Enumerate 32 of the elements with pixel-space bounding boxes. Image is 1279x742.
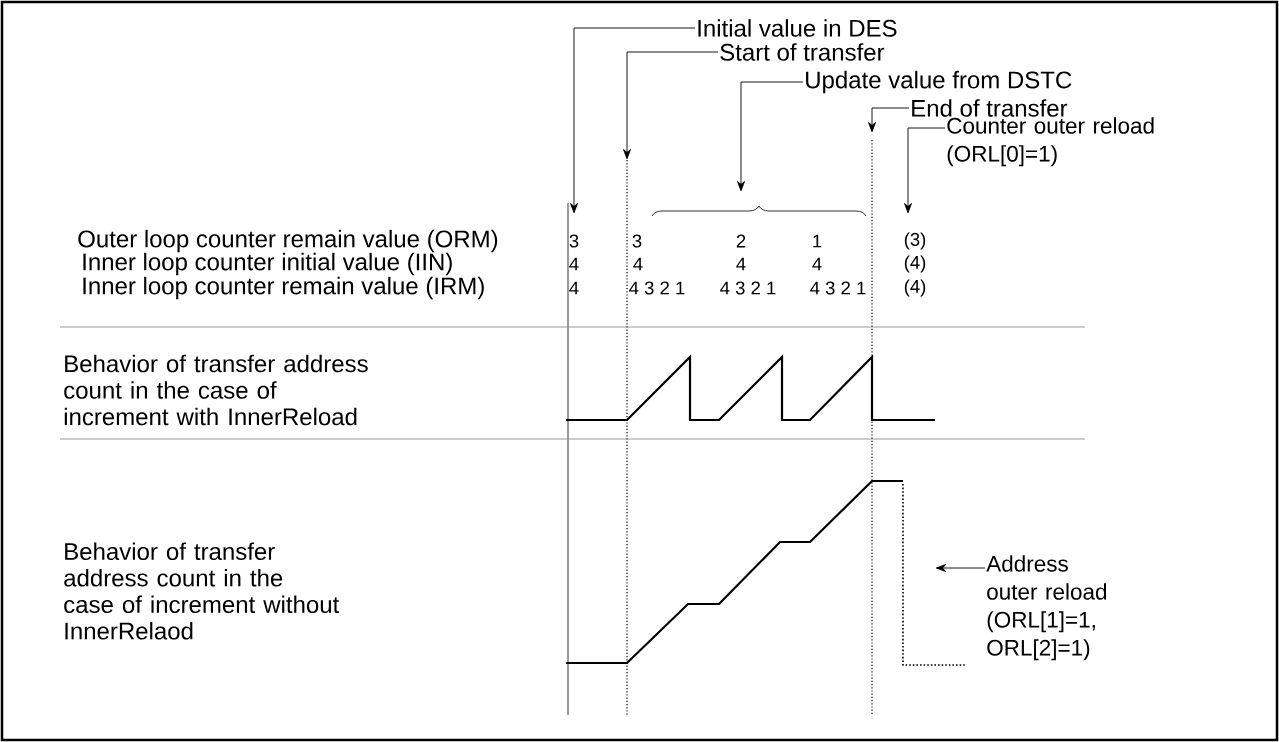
table-value: 4 [736, 257, 746, 271]
table-value: 3 [632, 234, 642, 248]
leader-line [868, 107, 910, 133]
table-value: 4 [569, 281, 579, 295]
table-value: 4 [633, 257, 643, 271]
callout-text: Address outer reload (ORL[1]=1, ORL[2]=1) [986, 555, 1107, 661]
table-value: 4 [569, 257, 579, 271]
table-value: (4) [904, 255, 926, 273]
leader-line [623, 51, 719, 160]
callout-text: Update value from DSTC [806, 70, 1072, 94]
section-label: Behavior of transfer address count in the case of increment with InnerReload [64, 354, 368, 426]
callout-text: Initial value in DES [698, 19, 897, 37]
row-label: Inner loop counter initial value (IIN) [83, 252, 452, 276]
callout-text: Counter outer reload (ORL[0]=1) [947, 117, 1154, 167]
table-value: 4 3 2 1 [810, 281, 866, 295]
table-value: 3 [569, 234, 579, 248]
table-value: 4 3 2 1 [720, 281, 776, 295]
table-value: 4 [812, 257, 822, 271]
callout-text: End of transfer [912, 99, 1068, 117]
leader-line [737, 81, 804, 192]
table-value: 2 [736, 234, 746, 248]
callout-text: Start of transfer [720, 43, 885, 61]
table-value: 4 3 2 1 [629, 281, 685, 295]
leader-line [904, 127, 946, 214]
table-value: (4) [904, 279, 926, 297]
leader-line [570, 27, 696, 214]
leader-line [935, 564, 986, 572]
row-label: Outer loop counter remain value (ORM) [78, 229, 498, 253]
section-label: Behavior of transfer address count in the case of increment without InnerRelaod [64, 542, 340, 640]
row-label: Inner loop counter remain value (IRM) [83, 276, 484, 300]
table-value: (3) [904, 232, 926, 250]
table-value: 1 [813, 234, 822, 248]
